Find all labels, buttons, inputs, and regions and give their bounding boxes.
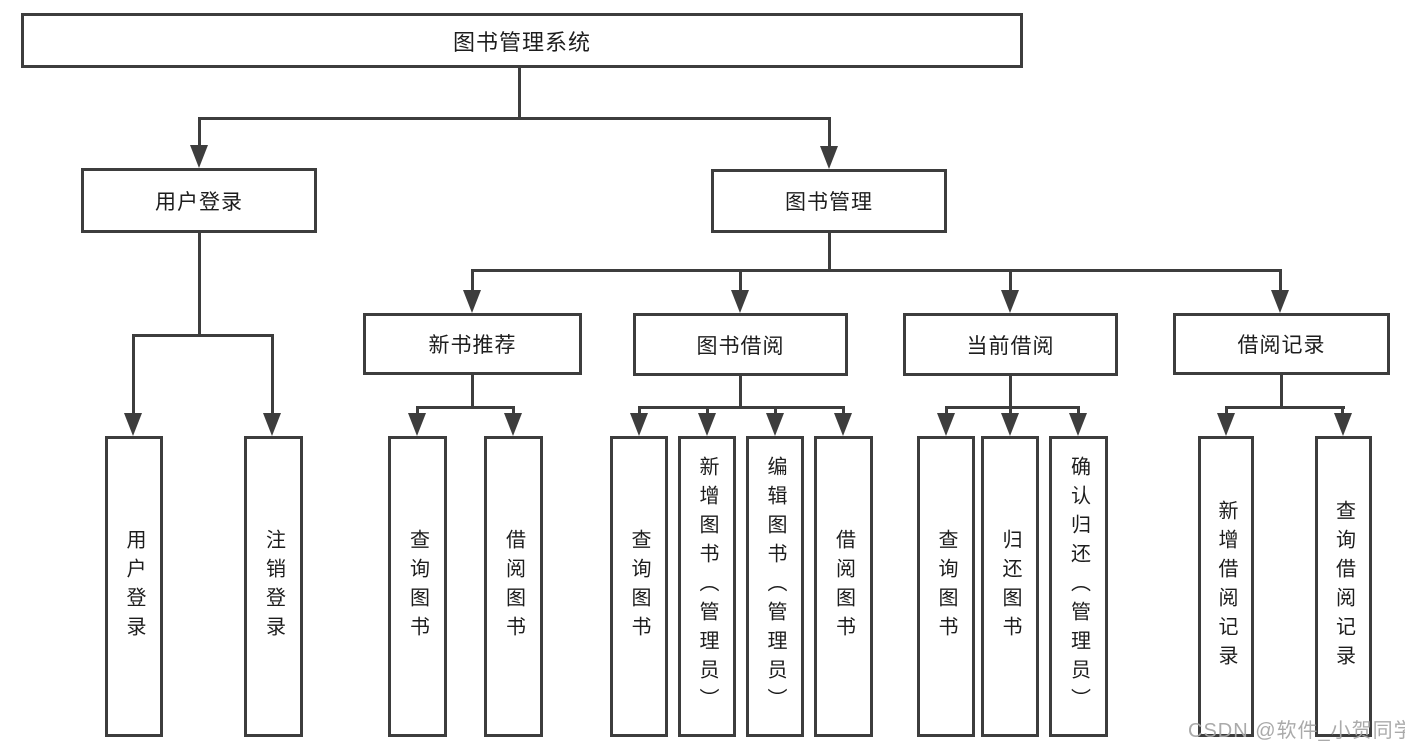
node-current-borrow-label: 当前借阅 — [966, 334, 1055, 358]
edge-to-current-borrow — [1009, 269, 1012, 293]
edge-leaf-stem — [774, 406, 777, 416]
edge-leaf-stem — [638, 406, 641, 416]
leaf-borrow-books-borrow: 借阅图书 — [814, 436, 873, 737]
arrow-down-icon — [630, 413, 648, 436]
leaf-query-books-recommend: 查询图书 — [388, 436, 447, 737]
arrow-down-icon — [408, 413, 426, 436]
edge-leaf-stem — [1009, 406, 1012, 416]
edge-level2-branch — [198, 117, 831, 120]
leaf-edit-book-admin-label: 编辑图书（管理员） — [764, 456, 786, 717]
arrow-down-icon — [766, 413, 784, 436]
leaf-query-borrow-record: 查询借阅记录 — [1315, 436, 1372, 737]
leaf-borrow-books-borrow-label: 借阅图书 — [832, 528, 855, 645]
arrow-down-icon — [698, 413, 716, 436]
arrow-down-icon — [263, 413, 281, 436]
edge-leaf-stem — [1225, 406, 1228, 416]
arrow-down-icon — [1069, 413, 1087, 436]
leaf-confirm-return-admin: 确认归还（管理员） — [1049, 436, 1108, 737]
node-book-management-label: 图书管理 — [785, 191, 873, 214]
leaf-return-book-label: 归还图书 — [999, 528, 1021, 645]
leaf-borrow-books-recommend-label: 借阅图书 — [502, 528, 525, 645]
leaf-add-book-admin-label: 新增图书（管理员） — [696, 456, 718, 717]
node-library-system: 图书管理系统 — [21, 13, 1023, 68]
edge-borrow-stem — [739, 376, 742, 408]
arrow-down-icon — [1217, 413, 1235, 436]
leaf-add-book-admin: 新增图书（管理员） — [678, 436, 736, 737]
edge-recommend-branch — [416, 406, 515, 409]
edge-to-leaf-logout — [271, 334, 274, 416]
leaf-edit-book-admin: 编辑图书（管理员） — [746, 436, 804, 737]
edge-leaf-stem — [1077, 406, 1080, 416]
leaf-query-borrow-record-label: 查询借阅记录 — [1332, 499, 1355, 674]
arrow-down-icon — [190, 145, 208, 168]
edge-recommend-stem — [471, 375, 474, 409]
arrow-down-icon — [463, 290, 481, 313]
node-user-login-label: 用户登录 — [155, 190, 243, 214]
edge-to-leaf-user-login — [132, 334, 135, 416]
edge-leaf-stem — [512, 406, 515, 416]
leaf-query-books-recommend-label: 查询图书 — [406, 528, 429, 645]
csdn-watermark: CSDN @软件_小贺同学 — [1188, 720, 1405, 742]
edge-leaf-stem — [842, 406, 845, 416]
edge-root-stem — [518, 68, 521, 120]
node-library-system-label: 图书管理系统 — [452, 29, 591, 55]
node-book-borrow-label: 图书借阅 — [696, 334, 785, 358]
edge-to-borrow-records — [1279, 269, 1282, 293]
arrow-down-icon — [820, 146, 838, 169]
leaf-user-login-label: 用户登录 — [123, 528, 145, 645]
edge-records-branch — [1225, 406, 1345, 409]
leaf-query-books-borrow: 查询图书 — [610, 436, 668, 737]
leaf-add-borrow-record: 新增借阅记录 — [1198, 436, 1254, 737]
edge-leaf-stem — [706, 406, 709, 416]
leaf-add-borrow-record-label: 新增借阅记录 — [1215, 499, 1237, 674]
arrow-down-icon — [1334, 413, 1352, 436]
arrow-down-icon — [1271, 290, 1289, 313]
node-book-borrow: 图书借阅 — [633, 313, 848, 376]
leaf-query-books-current: 查询图书 — [917, 436, 975, 737]
edge-leaf-stem — [945, 406, 948, 416]
edge-to-new-book-recommend — [471, 269, 474, 293]
leaf-borrow-books-recommend: 借阅图书 — [484, 436, 543, 737]
edge-leaf-stem — [1341, 406, 1344, 416]
leaf-confirm-return-admin-label: 确认归还（管理员） — [1067, 456, 1090, 717]
edge-leaf-stem — [416, 406, 419, 416]
arrow-down-icon — [124, 413, 142, 436]
node-user-login: 用户登录 — [81, 168, 317, 233]
arrow-down-icon — [937, 413, 955, 436]
edge-records-stem — [1280, 375, 1283, 408]
edge-current-branch — [945, 406, 1079, 409]
edge-level3-branch — [471, 269, 1282, 272]
edge-user-login-stem — [198, 233, 201, 337]
node-new-book-recommend: 新书推荐 — [363, 313, 582, 375]
node-borrow-records: 借阅记录 — [1173, 313, 1390, 375]
arrow-down-icon — [504, 413, 522, 436]
edge-user-login-branch — [132, 334, 274, 337]
leaf-query-books-borrow-label: 查询图书 — [628, 528, 650, 645]
node-book-management: 图书管理 — [711, 169, 947, 233]
edge-to-book-management — [828, 117, 831, 148]
edge-current-stem — [1009, 376, 1012, 408]
arrow-down-icon — [1001, 413, 1019, 436]
edge-to-book-borrow — [739, 269, 742, 293]
edge-book-management-stem — [828, 233, 831, 272]
leaf-query-books-current-label: 查询图书 — [935, 528, 957, 645]
edge-borrow-branch — [638, 406, 844, 409]
leaf-user-login: 用户登录 — [105, 436, 163, 737]
leaf-return-book: 归还图书 — [981, 436, 1039, 737]
arrow-down-icon — [834, 413, 852, 436]
leaf-logout: 注销登录 — [244, 436, 303, 737]
arrow-down-icon — [1001, 290, 1019, 313]
node-borrow-records-label: 借阅记录 — [1237, 334, 1326, 357]
edge-to-user-login — [198, 117, 201, 148]
node-new-book-recommend-label: 新书推荐 — [428, 334, 517, 357]
leaf-logout-label: 注销登录 — [262, 528, 285, 645]
arrow-down-icon — [731, 290, 749, 313]
node-current-borrow: 当前借阅 — [903, 313, 1118, 376]
